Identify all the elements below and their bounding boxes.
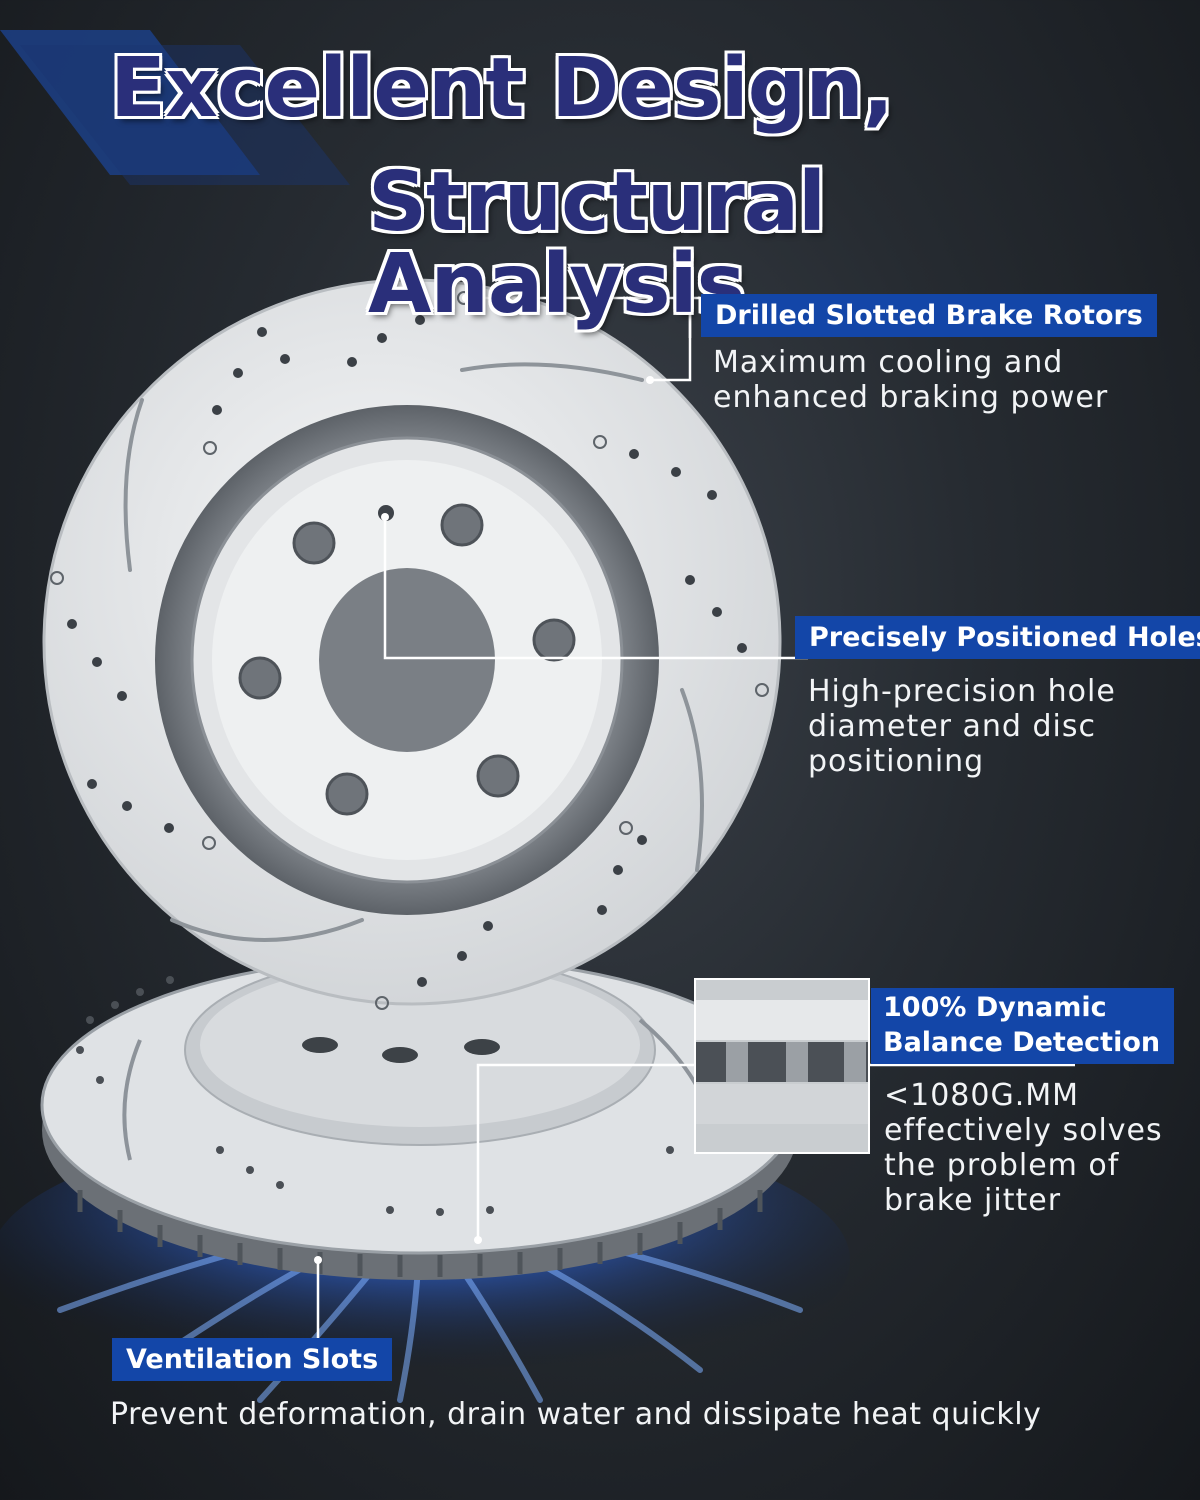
desc-line: diameter and disc bbox=[808, 709, 1097, 744]
feature-label-ventilation: Ventilation Slots bbox=[112, 1338, 393, 1382]
feature-desc-ventilation: Prevent deformation, drain water and dis… bbox=[110, 1397, 1042, 1432]
feature-label-holes: Precisely Positioned Holes bbox=[795, 616, 1200, 660]
label-line: Balance Detection bbox=[883, 1027, 1161, 1058]
desc-line: brake jitter bbox=[884, 1183, 1062, 1218]
desc-line: enhanced braking power bbox=[713, 380, 1109, 415]
desc-line: Maximum cooling and bbox=[713, 345, 1064, 380]
decorative-stripes bbox=[0, 30, 350, 185]
brake-rotor-front-illustration bbox=[42, 278, 782, 1010]
desc-line: positioning bbox=[808, 744, 985, 779]
feature-desc-balance: <1080G.MM effectively solves the problem… bbox=[884, 1078, 1163, 1218]
label-line: 100% Dynamic bbox=[883, 992, 1107, 1023]
headline-line-2: Structural Analysis bbox=[368, 155, 826, 332]
desc-line: High-precision hole bbox=[808, 674, 1116, 709]
vane-closeup-illustration bbox=[694, 978, 870, 1154]
feature-desc-holes: High-precision hole diameter and disc po… bbox=[808, 674, 1116, 779]
headline-line-1: Excellent Design, bbox=[110, 41, 894, 136]
feature-label-balance: 100% Dynamic Balance Detection bbox=[871, 988, 1175, 1064]
brake-rotor-back-illustration bbox=[40, 954, 800, 1280]
desc-line: <1080G.MM bbox=[884, 1078, 1080, 1113]
feature-desc-drilled: Maximum cooling and enhanced braking pow… bbox=[713, 345, 1108, 415]
feature-label-drilled: Drilled Slotted Brake Rotors bbox=[701, 294, 1157, 338]
desc-line: effectively solves bbox=[884, 1113, 1163, 1148]
desc-line: the problem of bbox=[884, 1148, 1120, 1183]
